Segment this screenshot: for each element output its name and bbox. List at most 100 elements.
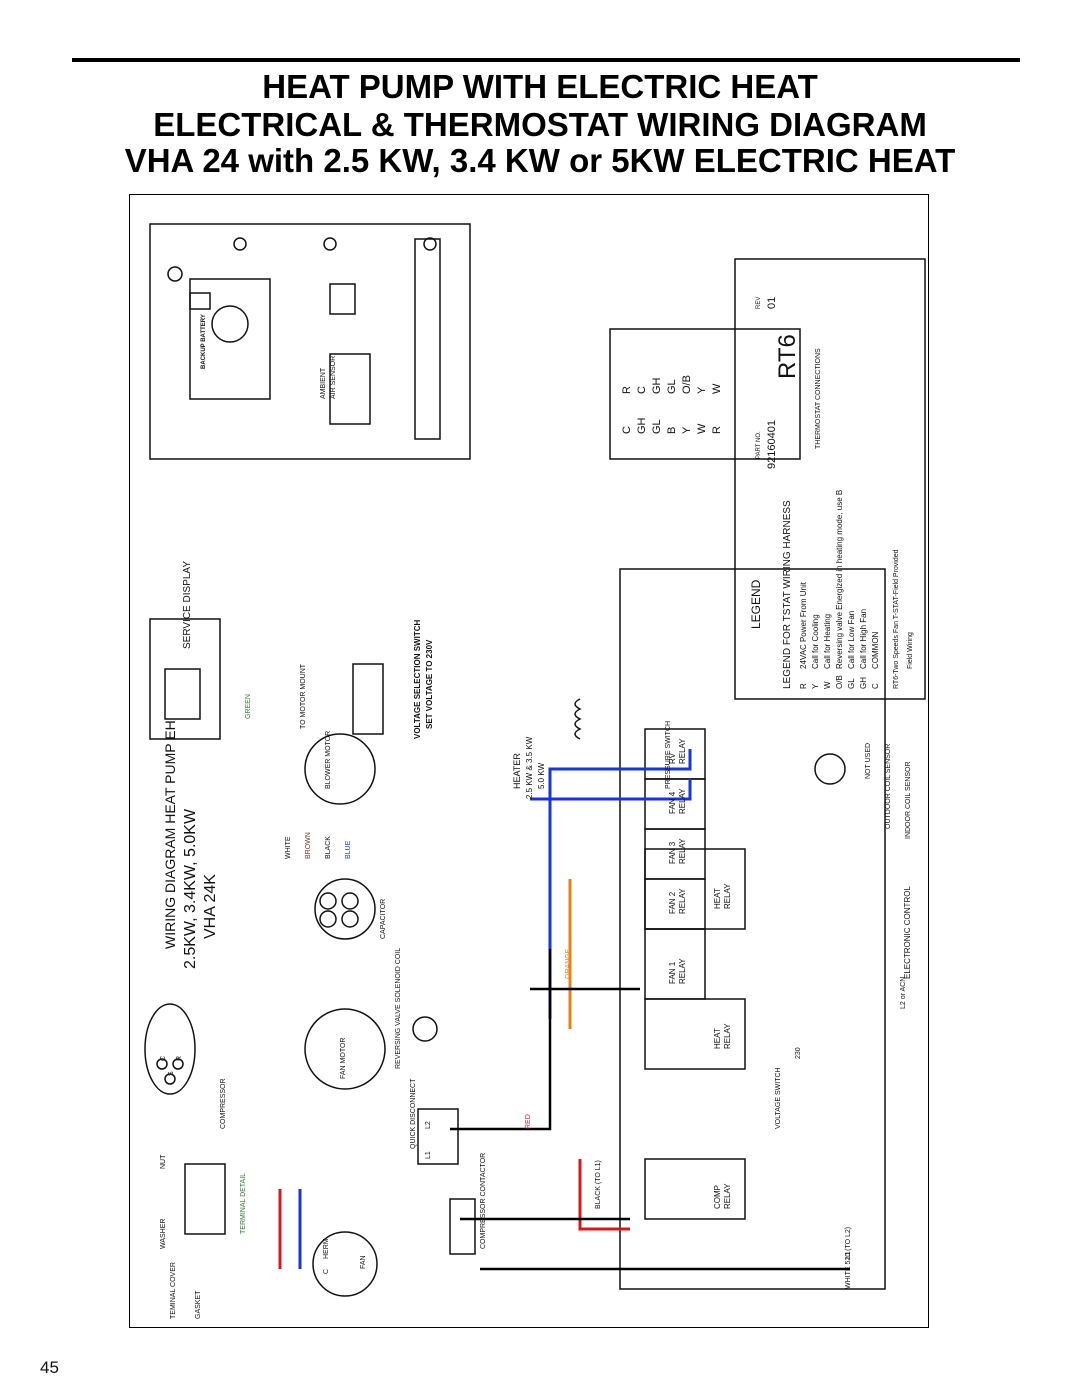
legend-row-6-code: C [871,683,880,689]
compressor-contactor-label: COMPRESSOR CONTACTOR [480,1153,487,1249]
ambient-sensor-connector [329,353,371,425]
compressor [144,1003,196,1095]
heater-kw-1: 2.5 KW & 3.5 KW [525,736,534,799]
electronic-control-board [619,568,886,1290]
legend-field-wiring: Field Wiring [907,632,914,669]
wire-white-to-l2-label: WHITE 520 (TO L2) [845,1227,852,1289]
battery-holder [189,278,271,400]
diagram-heading-2: 2.5KW, 3.4KW, 5.0KW [182,808,199,969]
rt6-label: RT6 [774,334,801,379]
legend-rev-label: REV [756,297,762,309]
indoor-coil-sensor-label: INDOOR COIL SENSOR [905,761,912,839]
diagram-heading-3: VHA 24K [202,874,219,939]
wire-blue-label: BLUE [345,840,352,859]
qd-l1-label: L1 [425,1151,432,1159]
service-display-module [149,223,471,460]
legend-subtitle: LEGEND FOR TSTAT WIRING HARNESS [782,500,793,689]
comp-cap-herm-label: HERM [323,1238,330,1259]
service-display-label: SERVICE DISPLAY [182,561,193,649]
legend-row-2-desc: Call for Heating [823,614,832,669]
blue-wire-2 [530,779,692,801]
terminal-detail-label: TERMINAL DETAIL [240,1173,247,1234]
tstat-top-3: B [666,427,678,434]
comp-cap-fan-label: FAN [360,1255,367,1269]
nut-label: NUT [160,1154,167,1169]
legend-note: RT6-Two Speeds Fan T-STAT-Field Provided [893,549,900,689]
compressor-contactor [449,1198,476,1255]
qd-l2-label: L2 [425,1121,432,1129]
compressor-label: COMPRESSOR [220,1078,227,1129]
legend-row-1-desc: Call for Cooling [811,614,820,669]
legend-part-no-label: PART NO. [756,431,762,459]
heat-relay-2-label-1: HEAT [713,1028,722,1049]
outdoor-coil-sensor-label: OUTDOOR COIL SENSOR [885,744,892,829]
comp-relay-label-2: RELAY [723,1183,732,1209]
compressor-capacitor [312,1231,378,1297]
wire-red-label: RED [525,1114,532,1129]
fan1-relay-label-2: RELAY [678,958,687,984]
black-wire-2 [450,949,552,1131]
page-title-line-3: VHA 24 with 2.5 KW, 3.4 KW or 5KW ELECTR… [124,142,956,179]
thermostat-connections-label: THERMOSTAT CONNECTIONS [815,348,822,449]
comp-cap-c-label: C [323,1269,330,1274]
terminal-strip [414,238,441,440]
terminal-detail [184,1163,226,1235]
washer-label: WASHER [160,1219,167,1249]
page-number: 45 [40,1358,59,1377]
wiring-diagram-svg: WIRING DIAGRAM HEAT PUMP EH 2.5KW, 3.4KW… [144,223,926,1319]
ambient-label-2: AIR SENSOR [330,356,337,399]
red-wire-2 [578,1159,630,1231]
legend-row-5-code: GH [859,677,868,689]
heat-relay-1-label-2: RELAY [723,883,732,909]
page-title-line-2: ELECTRICAL & THERMOSTAT WIRING DIAGRAM [153,106,927,143]
tstat-top-4: Y [681,426,693,434]
230-label: 230 [795,1047,802,1059]
ambient-label-1: AMBIENT [320,367,327,399]
fan4-relay-label-1: FAN 4 [668,791,677,814]
tstat-bottom-6: W [711,383,723,394]
fan4-relay-label-2: RELAY [678,788,687,814]
comp-relay-label-1: COMP [713,1185,722,1209]
capacitor-label: CAPACITOR [380,899,387,939]
quick-disconnect [417,1108,459,1165]
legend-row-6-desc: COMMON [871,631,880,669]
thermostat-connections [609,328,801,460]
electronic-control-label: ELECTRONIC CONTROL [903,886,912,979]
top-rule [72,58,1020,62]
legend-rev: 01 [766,297,778,309]
tstat-bottom-0: R [621,386,633,394]
tstat-bottom-3: GL [666,379,678,394]
wire-orange-label: ORANGE [565,948,572,979]
legend-row-0-code: R [799,683,808,689]
legend-row-3-desc: Reversing valve Energized in heating mod… [835,490,844,669]
pressure-switch [814,753,846,785]
legend-row-4-code: GL [847,678,856,689]
fan3-relay-label-2: RELAY [678,838,687,864]
legend-row-0-desc: 24VAC Power From Unit [799,581,808,669]
voltage-switch-subtitle: SET VOLTAGE TO 230V [425,639,434,729]
legend-row-5-desc: Call for High Fan [859,609,868,669]
tstat-bottom-4: O/B [681,375,693,394]
page-title-line-1: HEAT PUMP WITH ELECTRIC HEAT [262,68,818,105]
fan-motor [304,1008,386,1090]
fan2-relay-label-2: RELAY [678,888,687,914]
fan-motor-label: FAN MOTOR [340,1038,347,1079]
wire-brown-label: BROWN [305,832,312,859]
to-motor-mount-label: TO MOTOR MOUNT [300,663,307,729]
not-used-label: NOT USED [865,743,872,779]
wire-black-label: BLACK [325,836,332,859]
quick-disconnect-label: QUICK DISCONNECT [410,1078,417,1149]
fan-capacitor [314,878,376,940]
voltage-switch-label: VOLTAGE SWITCH [775,1067,782,1129]
blower-motor-label: BLOWER MOTOR [325,731,332,789]
comp-relay [644,1158,746,1220]
heat-relay-2-label-2: RELAY [723,1023,732,1049]
legend-row-4-desc: Call for Low Fan [847,611,856,669]
compressor-s-label: S [168,1071,175,1076]
voltage-switch-title: VOLTAGE SELECTION SWITCH [413,620,422,739]
heater-coil [574,698,582,740]
service-display [149,618,221,740]
gasket-label: GASKET [195,1290,202,1319]
rotated-diagram: WIRING DIAGRAM HEAT PUMP EH 2.5KW, 3.4KW… [130,195,930,1329]
legend-part-no: 92160401 [766,420,778,469]
